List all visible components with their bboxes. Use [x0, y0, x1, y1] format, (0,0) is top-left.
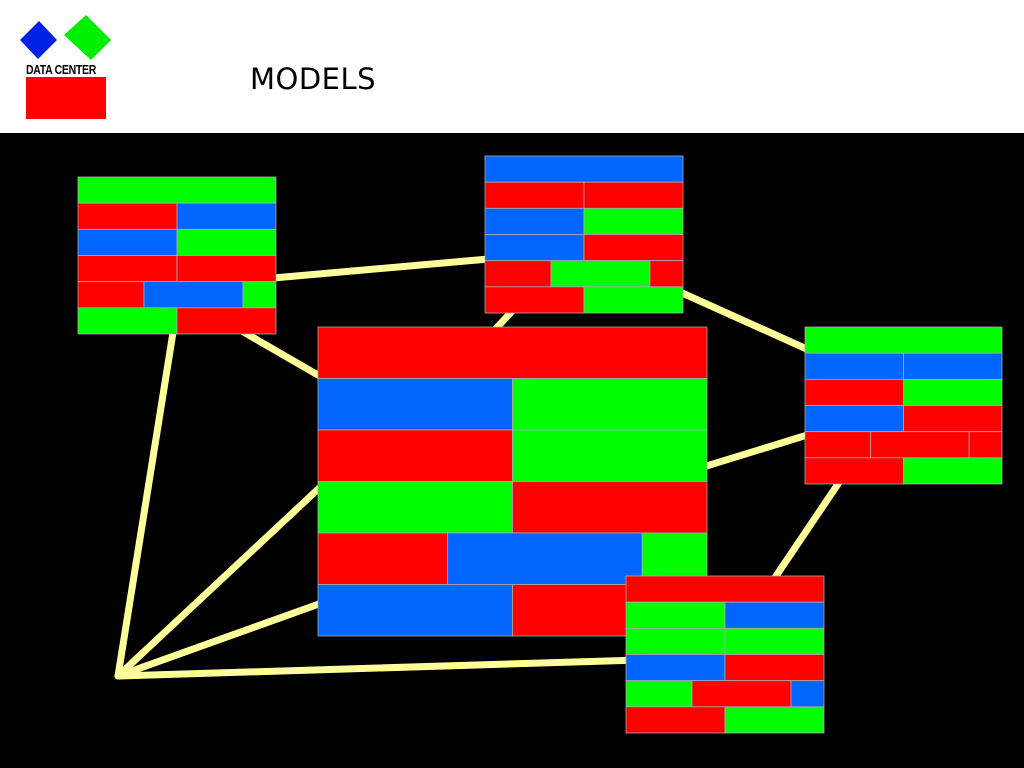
block-center-row-4-cell-2	[512, 481, 708, 534]
page-title: MODELS	[250, 62, 377, 96]
block-top-center-row-2-cell-1	[484, 181, 585, 209]
block-bottom-right-row-3-cell-2	[724, 627, 825, 655]
block-center-row-6-cell-1	[317, 584, 513, 637]
block-right-row-1-cell-1	[804, 326, 1003, 354]
block-right-row-5-cell-3	[968, 431, 1003, 459]
block-top-left-row-5-cell-1	[77, 281, 145, 309]
block-top-left-row-3-cell-2	[176, 228, 277, 256]
block-right-row-2-cell-1	[804, 352, 904, 380]
block-top-left-row-4-cell-1	[77, 255, 178, 283]
block-top-center-row-5-cell-1	[484, 260, 552, 288]
block-bottom-right-row-5-cell-1	[625, 680, 693, 708]
connector-hub-center-upper	[114, 474, 334, 680]
block-bottom-right-row-5-cell-2	[691, 680, 792, 708]
connector-topleft-center	[236, 326, 334, 386]
block-right-row-3-cell-1	[804, 378, 904, 406]
block-top-center-row-3-cell-1	[484, 207, 585, 235]
connector-hub-center-lower	[114, 596, 334, 680]
block-top-left-row-4-cell-2	[176, 255, 277, 283]
block-top-center-row-4-cell-2	[583, 234, 684, 262]
models-diagram	[77, 155, 1003, 734]
block-top-left-row-6-cell-2	[176, 307, 277, 335]
connector-right-bottomright	[766, 474, 846, 589]
block-top-left-row-5-cell-2	[143, 281, 244, 309]
block-top-center-row-6-cell-2	[583, 286, 684, 314]
block-bottom-right[interactable]	[625, 575, 825, 734]
connector-topleft-topcenter	[258, 254, 504, 283]
block-bottom-right-row-4-cell-1	[625, 654, 726, 682]
block-center-row-5-cell-1	[317, 532, 449, 585]
block-top-center-row-6-cell-1	[484, 286, 585, 314]
block-top-center-row-5-cell-2	[550, 260, 651, 288]
connector-hub-topleft	[114, 316, 179, 680]
block-center-row-4-cell-1	[317, 481, 513, 534]
block-top-left-row-5-cell-3	[242, 281, 277, 309]
block-top-center-row-2-cell-2	[583, 181, 684, 209]
block-bottom-right-row-1-cell-1	[625, 575, 825, 603]
block-right-row-2-cell-2	[903, 352, 1003, 380]
blocks-layer	[77, 155, 1003, 734]
logo-graphic	[20, 15, 111, 119]
block-center-row-1-cell-1	[317, 326, 708, 379]
block-right-row-5-cell-1	[804, 431, 872, 459]
logo-green-diamond	[64, 15, 111, 60]
connector-hub-bottomright	[114, 656, 644, 680]
connector-topcenter-right	[676, 288, 824, 359]
block-top-left-row-3-cell-1	[77, 228, 178, 256]
block-center-row-3-cell-2	[512, 429, 708, 482]
block-top-left-row-2-cell-1	[77, 202, 178, 230]
block-top-center-row-4-cell-1	[484, 234, 585, 262]
slide-header: DATA CENTER MODELS	[0, 0, 1024, 133]
block-bottom-right-row-5-cell-3	[790, 680, 825, 708]
block-center-row-2-cell-2	[512, 378, 708, 431]
logo-red-block	[26, 77, 106, 119]
connectors-layer	[114, 254, 846, 680]
block-bottom-right-row-4-cell-2	[724, 654, 825, 682]
block-right-row-6-cell-1	[804, 457, 904, 485]
block-top-center-row-5-cell-3	[649, 260, 684, 288]
block-right-row-4-cell-2	[903, 405, 1003, 433]
block-right-row-5-cell-2	[870, 431, 970, 459]
block-center-row-2-cell-1	[317, 378, 513, 431]
block-center[interactable]	[317, 326, 708, 637]
block-top-left-row-6-cell-1	[77, 307, 178, 335]
logo-text: DATA CENTER	[26, 63, 97, 78]
block-bottom-right-row-6-cell-2	[724, 706, 825, 734]
block-top-left-row-2-cell-2	[176, 202, 277, 230]
block-right-row-4-cell-1	[804, 405, 904, 433]
block-right-row-3-cell-2	[903, 378, 1003, 406]
block-top-center[interactable]	[484, 155, 684, 314]
block-right-row-6-cell-2	[903, 457, 1003, 485]
block-bottom-right-row-6-cell-1	[625, 706, 726, 734]
logo-blue-diamond	[20, 21, 57, 59]
block-center-row-3-cell-1	[317, 429, 513, 482]
block-center-row-5-cell-2	[447, 532, 643, 585]
block-top-left[interactable]	[77, 176, 277, 335]
diagram-canvas	[0, 133, 1024, 768]
block-bottom-right-row-3-cell-1	[625, 627, 726, 655]
block-top-center-row-3-cell-2	[583, 207, 684, 235]
data-center-logo-icon: DATA CENTER	[0, 0, 130, 133]
block-top-center-row-1-cell-1	[484, 155, 684, 183]
block-top-left-row-1-cell-1	[77, 176, 277, 204]
block-right[interactable]	[804, 326, 1003, 485]
block-bottom-right-row-2-cell-2	[724, 601, 825, 629]
block-bottom-right-row-2-cell-1	[625, 601, 726, 629]
